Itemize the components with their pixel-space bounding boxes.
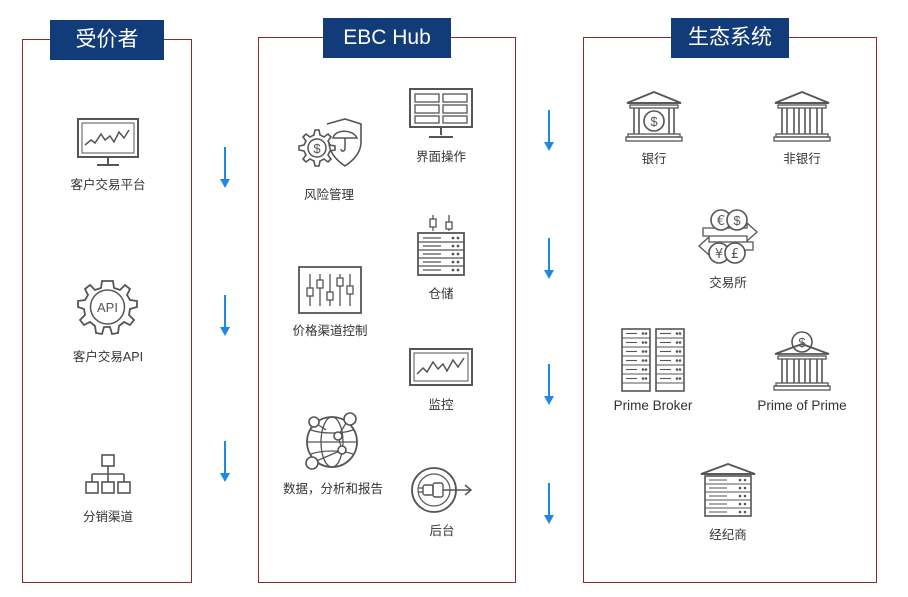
panel-hub: EBC Hub $ 风险管理 界面操作 <box>258 18 516 583</box>
monitor-grid-icon <box>409 88 473 138</box>
item-label: Prime Broker <box>613 398 693 413</box>
item-label: 数据，分析和报告 <box>282 482 383 496</box>
item-label: 风险管理 <box>303 188 354 202</box>
item-exchange: € $ ¥ £ 交易所 <box>688 208 768 291</box>
item-bank: $ 银行 <box>614 90 694 167</box>
item-label: Prime of Prime <box>757 398 847 413</box>
arrow-down-icon <box>220 147 230 188</box>
server-rack-icon <box>417 215 465 276</box>
item-monitoring: 监控 <box>399 348 483 413</box>
monitor-chart-icon <box>409 348 473 386</box>
item-label: 价格渠道控制 <box>292 324 368 338</box>
org-chart-icon <box>85 454 131 494</box>
arrow-down-icon <box>544 238 554 279</box>
svg-text:€: € <box>717 214 725 229</box>
gear-umbrella-shield-icon: $ <box>298 118 362 167</box>
item-distribution: 分销渠道 <box>53 454 163 525</box>
item-label: 仓储 <box>428 287 454 301</box>
bank-building-icon <box>773 91 831 142</box>
svg-text:API: API <box>97 300 118 315</box>
item-label: 交易所 <box>709 276 747 290</box>
item-trading-api: API 客户交易API <box>53 278 163 365</box>
item-trading-platform: 客户交易平台 <box>53 118 163 193</box>
item-label: 后台 <box>429 524 455 538</box>
item-label: 监控 <box>428 398 454 412</box>
item-label: 界面操作 <box>415 150 466 164</box>
sliders-icon <box>298 266 362 314</box>
svg-text:£: £ <box>731 247 739 262</box>
server-roof-icon <box>700 463 756 517</box>
item-label: 非银行 <box>783 152 821 166</box>
arrow-down-icon <box>220 441 230 482</box>
item-storage: 仓储 <box>403 213 479 302</box>
svg-text:$: $ <box>798 335 806 350</box>
panel-title-hub: EBC Hub <box>323 18 451 58</box>
circle-cable-icon <box>411 467 473 513</box>
panel-title-ecosystem: 生态系统 <box>671 18 789 58</box>
arrow-down-icon <box>544 364 554 405</box>
double-server-icon <box>621 328 685 392</box>
item-label: 分销渠道 <box>82 510 133 524</box>
item-prime-broker: Prime Broker <box>598 328 708 413</box>
item-risk-management: $ 风险管理 <box>281 118 377 203</box>
svg-text:$: $ <box>313 141 321 156</box>
svg-text:$: $ <box>650 114 658 129</box>
item-price-channel: 价格渠道控制 <box>275 266 385 339</box>
arrow-down-icon <box>544 110 554 151</box>
panel-receivers: 受价者 客户交易平台 API 客户交易API <box>22 20 192 583</box>
item-data-analytics: 数据，分析和报告 <box>273 410 393 497</box>
item-nonbank: 非银行 <box>762 90 842 167</box>
arrow-down-icon <box>544 483 554 524</box>
monitor-chart-icon <box>77 118 139 166</box>
arrow-down-icon <box>220 295 230 336</box>
currency-exchange-icon: € $ ¥ £ <box>698 209 758 264</box>
bank-dollar-icon: $ <box>625 91 683 142</box>
gear-api-icon: API <box>77 280 138 336</box>
svg-text:¥: ¥ <box>715 247 723 262</box>
item-interface: 界面操作 <box>399 88 483 165</box>
panel-ecosystem: 生态系统 $ 银行 <box>583 18 877 583</box>
item-label: 客户交易平台 <box>70 178 146 192</box>
panel-title-receivers: 受价者 <box>50 20 164 60</box>
item-label: 客户交易API <box>72 350 144 364</box>
globe-network-icon <box>305 412 358 470</box>
item-prime-of-prime: $ Prime of Prime <box>750 330 854 413</box>
item-broker: 经纪商 <box>688 462 768 543</box>
item-backend: 后台 <box>407 466 477 539</box>
item-label: 经纪商 <box>709 528 747 542</box>
bank-coin-icon: $ <box>773 331 831 391</box>
item-label: 银行 <box>641 152 667 166</box>
svg-text:$: $ <box>733 213 741 228</box>
